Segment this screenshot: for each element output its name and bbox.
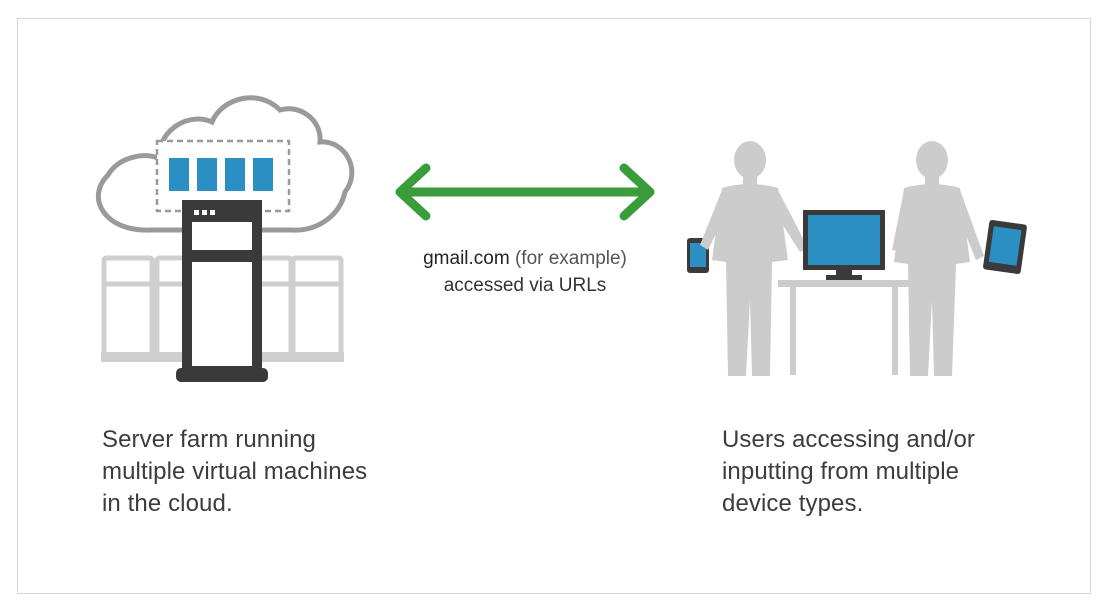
users-caption-line: device types. xyxy=(722,490,864,517)
virtual-machine-icons xyxy=(169,158,273,191)
server-caption: Server farm running multiple virtual mac… xyxy=(102,424,367,520)
main-server-icon xyxy=(176,200,268,382)
server-caption-line: in the cloud. xyxy=(102,490,233,517)
link-label-line1: gmail.com (for example) xyxy=(360,245,690,273)
monitor-icon xyxy=(803,210,885,280)
tablet-icon xyxy=(983,219,1027,275)
users-caption: Users accessing and/or inputting from mu… xyxy=(722,424,975,520)
server-caption-line: multiple virtual machines xyxy=(102,458,368,485)
link-domain: gmail.com xyxy=(423,248,510,269)
users-caption-line: Users accessing and/or xyxy=(722,426,975,453)
person-right-icon xyxy=(892,141,984,376)
background-server-bases xyxy=(101,352,344,362)
diagram-frame xyxy=(17,18,1091,594)
server-caption-line: Server farm running xyxy=(102,426,316,453)
double-arrow-icon xyxy=(395,163,655,221)
desk-icon xyxy=(778,280,910,375)
users-caption-line: inputting from multiple xyxy=(722,458,960,485)
link-example-note: (for example) xyxy=(509,248,627,269)
person-left-icon xyxy=(700,141,808,376)
link-label-line2: accessed via URLs xyxy=(443,275,607,296)
